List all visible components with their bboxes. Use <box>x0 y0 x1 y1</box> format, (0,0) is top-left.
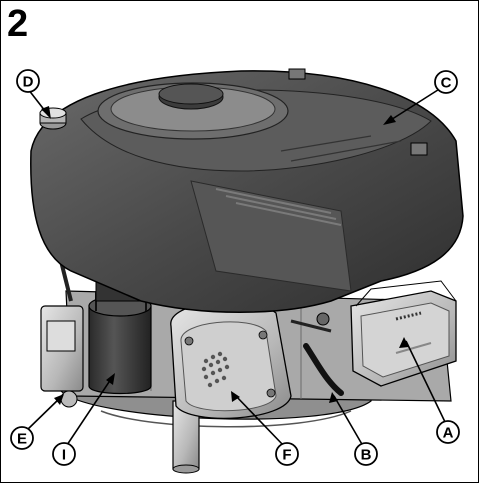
leader-line-c <box>385 87 442 124</box>
muffler <box>170 301 292 419</box>
callout-b: B <box>354 442 378 466</box>
engine-shroud <box>30 68 464 313</box>
callout-label-f: F <box>282 447 291 464</box>
callout-label-i: I <box>62 447 66 464</box>
arrow-d <box>41 106 51 119</box>
figure-number: 2 <box>7 3 29 45</box>
leader-line-e <box>25 396 62 432</box>
leader-line-i <box>66 375 114 446</box>
fuel-line <box>290 312 344 396</box>
arrow-f <box>231 391 240 402</box>
leader-arrows <box>41 106 409 405</box>
callout-d: D <box>16 69 40 93</box>
arrow-i <box>106 373 115 385</box>
callout-f: F <box>275 442 299 466</box>
throttle-linkage <box>40 260 84 408</box>
callout-label-d: D <box>23 74 34 91</box>
arrow-e <box>54 394 64 405</box>
callout-label-b: B <box>361 447 372 464</box>
leader-line-b <box>333 395 364 447</box>
arrow-a <box>399 337 409 348</box>
oil-fill-cap <box>39 107 67 130</box>
callout-e: E <box>10 426 34 450</box>
leader-line-f <box>233 393 285 447</box>
callout-label-e: E <box>17 431 27 448</box>
leader-line-a <box>405 340 447 425</box>
callout-label-a: A <box>443 425 454 442</box>
callout-a: A <box>436 420 460 444</box>
callout-i: I <box>52 442 76 466</box>
callout-label-c: C <box>441 75 452 92</box>
arrow-c <box>383 115 396 125</box>
callout-c: C <box>434 70 458 94</box>
arrow-b <box>329 392 338 403</box>
